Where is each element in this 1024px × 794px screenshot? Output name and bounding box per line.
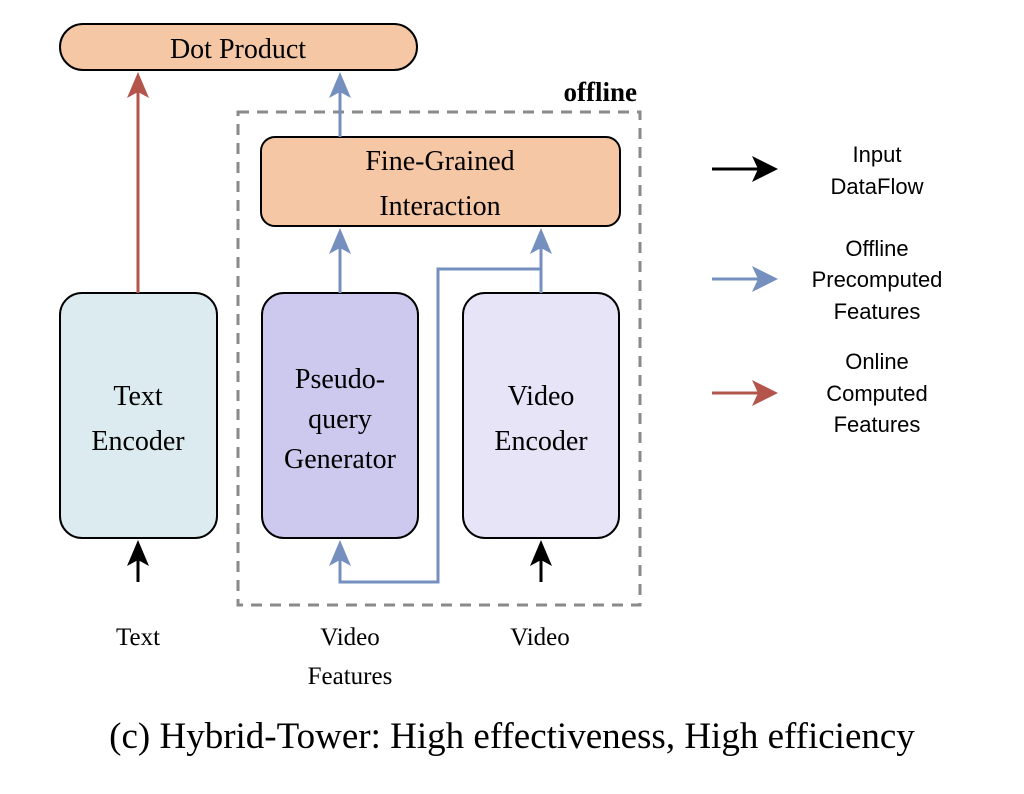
legend-offline-line1: Offline	[845, 236, 908, 261]
text-encoder-label-line1: Text	[113, 381, 163, 412]
dot-product-label: Dot Product	[170, 34, 306, 65]
pseudo-query-label-line3: Generator	[284, 444, 397, 475]
input-label-video: Video	[510, 624, 570, 651]
legend-red-arrowhead-icon	[752, 380, 778, 406]
legend-online-line1: Online	[845, 349, 909, 374]
input-label-text: Text	[116, 624, 160, 651]
legend-black-arrowhead-icon	[752, 156, 778, 182]
fine-grained-interaction-node: Fine-Grained Interaction	[260, 136, 621, 227]
offline-label: offline	[564, 77, 638, 107]
legend-online-line2: Computed	[826, 381, 928, 406]
pseudo-query-generator-node: Pseudo- query Generator	[261, 292, 419, 539]
legend: Input DataFlow Offline Precomputed Featu…	[712, 142, 942, 437]
fine-grained-label-line2: Interaction	[379, 191, 500, 222]
pseudo-query-label-line2: query	[308, 404, 372, 435]
offline-arrow-interaction-to-dot	[329, 72, 351, 137]
offline-arrow-video-to-interaction	[329, 228, 552, 584]
video-encoder-node: Video Encoder	[462, 292, 620, 539]
offline-region	[236, 110, 642, 607]
legend-offline-line3: Features	[834, 299, 921, 324]
input-label-video-features-line2: Features	[308, 663, 393, 690]
text-encoder-label-line2: Encoder	[91, 426, 185, 457]
legend-blue-arrowhead-icon	[752, 266, 778, 292]
input-label-video-features-line1: Video	[320, 624, 380, 651]
figure-caption: (c) Hybrid-Tower: High effectiveness, Hi…	[109, 716, 915, 757]
legend-item-online: Online Computed Features	[712, 349, 928, 437]
online-arrow-text-to-dot	[127, 72, 149, 293]
legend-input-line2: DataFlow	[831, 174, 924, 199]
legend-online-line3: Features	[834, 412, 921, 437]
text-encoder-node: Text Encoder	[59, 292, 218, 539]
input-arrow-text	[127, 540, 149, 582]
input-arrow-video	[530, 540, 552, 582]
pseudo-query-label-line1: Pseudo-	[295, 364, 385, 395]
offline-arrow-pseudo-to-interaction	[329, 228, 351, 293]
legend-item-offline: Offline Precomputed Features	[712, 236, 942, 324]
video-encoder-label-line2: Encoder	[494, 426, 588, 457]
legend-input-line1: Input	[853, 142, 902, 167]
legend-item-input: Input DataFlow	[712, 142, 924, 199]
dot-product-node: Dot Product	[59, 23, 418, 71]
fine-grained-label-line1: Fine-Grained	[365, 146, 514, 177]
video-encoder-label-line1: Video	[508, 381, 575, 412]
legend-offline-line2: Precomputed	[812, 267, 943, 292]
